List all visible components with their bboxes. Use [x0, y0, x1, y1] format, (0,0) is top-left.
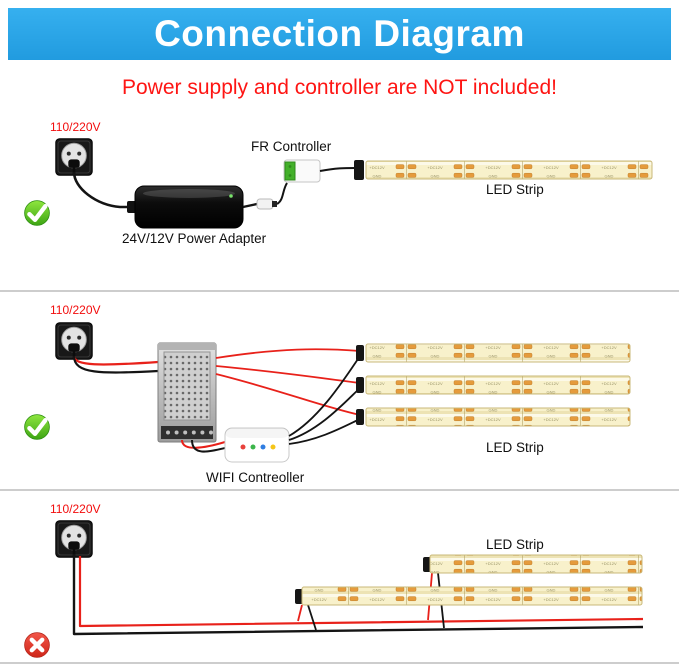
bottom-divider [0, 662, 679, 664]
wires-controller-to-strips [288, 355, 361, 445]
section-2-wifi-connection [25, 322, 631, 463]
voltage-label-2: 110/220V [50, 303, 101, 317]
wire-plug-to-controller [276, 182, 288, 205]
header-banner: Connection Diagram [8, 8, 671, 60]
warning-text: Power supply and controller are NOT incl… [121, 76, 557, 99]
check-icon-2 [25, 415, 50, 440]
led-strip-label-3: LED Strip [486, 537, 544, 552]
led-strip-2b [365, 375, 631, 395]
cross-icon [25, 633, 50, 658]
page-title: Connection Diagram [154, 13, 525, 54]
led-strip-2a [365, 343, 631, 363]
section-divider-2 [0, 489, 679, 491]
strip-connector-3b [295, 589, 303, 604]
wall-socket-icon-3 [55, 520, 93, 558]
wire-socket-to-adapter [72, 171, 134, 209]
section-1-adapter-connection [25, 138, 653, 229]
wires-psu-to-strips [215, 348, 361, 416]
wire-adapter-to-plug [242, 202, 258, 209]
voltage-label-3: 110/220V [50, 502, 101, 516]
fr-controller-label: FR Controller [251, 139, 332, 154]
led-strip-2c [365, 407, 631, 427]
fr-controller-device [283, 159, 321, 183]
led-strip-3b [301, 586, 643, 606]
voltage-label-1: 110/220V [50, 120, 101, 134]
wifi-controller-label: WIFI Contreoller [206, 470, 305, 485]
wall-socket-icon-1 [55, 138, 93, 176]
strip-connector-2b [356, 377, 364, 393]
strip-connector-1 [354, 160, 364, 180]
wires-psu-to-controller [181, 439, 226, 453]
led-strip-label-1: LED Strip [486, 182, 544, 197]
led-strip-3a [429, 554, 643, 574]
power-adapter [127, 185, 244, 229]
power-supply-unit [157, 342, 217, 443]
strip-connector-3a [423, 557, 431, 572]
wires-socket-to-psu [72, 355, 159, 374]
wifi-controller-device [224, 427, 290, 463]
strip-connector-2c [356, 409, 364, 425]
power-adapter-label: 24V/12V Power Adapter [122, 231, 267, 246]
section-3-direct-connection [25, 520, 644, 658]
dc-plug [256, 198, 277, 210]
section-divider-1 [0, 290, 679, 292]
strip-connector-2a [356, 345, 364, 361]
check-icon-1 [25, 201, 50, 226]
wall-socket-icon-2 [55, 322, 93, 360]
led-strip-label-2: LED Strip [486, 440, 544, 455]
led-strip-1 [365, 160, 653, 180]
wire-controller-to-strip [319, 167, 357, 172]
